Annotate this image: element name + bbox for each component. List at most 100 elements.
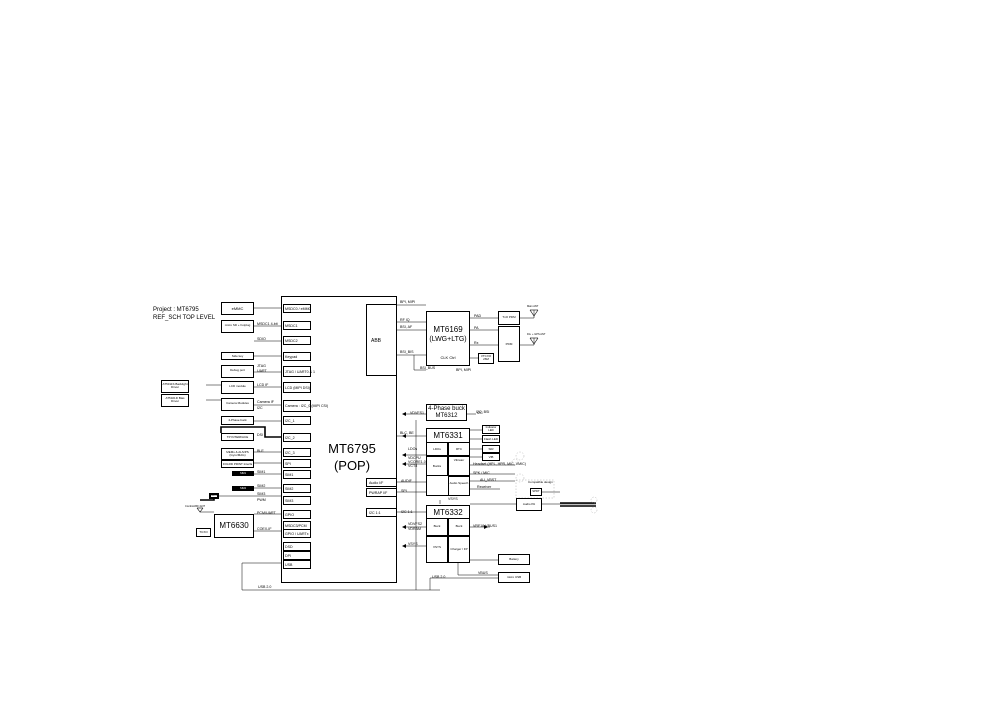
- pmic-wire-label: Receiver: [477, 485, 492, 489]
- pin-spi: SPI: [283, 459, 311, 468]
- main-antenna-label: Main ANT: [527, 305, 539, 308]
- wire-label: COEX-IF: [257, 527, 272, 531]
- pin-keypad: Keypad: [283, 352, 311, 361]
- indicator-led-block: Indicator LED: [482, 425, 500, 434]
- pmic-wire-label: AUDIF: [401, 479, 412, 483]
- abb-label: ABB: [371, 338, 382, 344]
- pmic-wire-label: BLC, BE: [400, 431, 414, 435]
- rf-wire-label: Rx: [474, 341, 479, 345]
- bias-driver-block: AT5321D Bias Driver: [161, 394, 189, 407]
- pmic-wire-label: SPI: [401, 489, 407, 493]
- vctcxo-block: VTCXO 26M: [478, 353, 494, 364]
- rf-wire-label: BSI, AF: [400, 325, 413, 329]
- nfcs-block: NFCS: [209, 493, 219, 499]
- emmc-block: eMMC: [221, 302, 254, 315]
- pin-jtag-uart: JTAG / UART0 & 1: [283, 366, 315, 377]
- mt6169-clk: CLK Ctrl: [440, 355, 456, 360]
- txo-pdm-block: TxO PDM: [498, 311, 520, 325]
- pin-pwrap-if: PWRAP I/F: [366, 488, 397, 497]
- mt6331-rtc-block: RTC: [448, 442, 470, 456]
- microsd-block: micro SD + hotplug: [221, 320, 254, 333]
- soc-package: (POP): [333, 458, 371, 473]
- pin-gpio: GPIO: [283, 510, 311, 519]
- flash-led-block: Flash LED: [482, 435, 500, 443]
- debug-port-block: Debug port: [221, 365, 254, 378]
- wire-label: SIM3: [257, 492, 266, 496]
- mt6332-wire-label: VDRAM: [408, 527, 421, 531]
- rf-wire-label: BSI_BUS: [420, 366, 436, 370]
- wire-label: BLE: [257, 449, 264, 453]
- pin-msdc2: MSDC2: [283, 336, 311, 345]
- spdt-block: SPDT: [530, 488, 542, 496]
- mt6331-audio-block: Audio Speech: [448, 476, 470, 496]
- micro-usb-block: micro USB: [498, 572, 530, 583]
- sim2-block: SIM2: [232, 486, 254, 491]
- mt6332-wire-label: VSYS: [408, 542, 418, 546]
- audio-pa-block: Audio PA: [516, 498, 542, 511]
- wire-label: MSDC1 4-bit: [257, 322, 278, 326]
- pin-i2c2: I2C_2: [283, 433, 311, 442]
- wire-label: PCM/UART: [257, 511, 276, 515]
- pin-i2c3: I2C_3: [283, 448, 311, 457]
- fingerprint-block: FOLRD PRINT Interfa: [221, 460, 254, 468]
- pmic-wire-label: AU_VBST: [480, 478, 497, 482]
- mt6332-wire-label: VBUS: [478, 571, 488, 575]
- pin-msdc1: MSDC1: [283, 321, 311, 330]
- mt6332-vsys-block: VSYS: [426, 536, 448, 563]
- sim1-block: SIM1: [232, 471, 254, 476]
- project-subtitle: REF_SCH TOP LEVEL: [153, 315, 216, 321]
- pin-dpi: DPI: [283, 551, 311, 560]
- mt6169-name: MT6169: [433, 325, 463, 334]
- pmic-wire-label: SPK / MIC: [473, 471, 490, 475]
- soc-name: MT6795: [328, 441, 376, 456]
- mt6332-buck2-block: Buck: [448, 518, 470, 536]
- div-gps-antenna-label: Div. + GPS ANT: [527, 333, 546, 336]
- wire-label: SIM2: [257, 484, 266, 488]
- pdm-block: PDM: [498, 326, 520, 362]
- mt6331-name: MT6331: [433, 431, 463, 440]
- mt6332-wire-label: I2C 1:1: [401, 510, 413, 514]
- mt6312-block: 4-Phase buck MT6312: [426, 404, 467, 421]
- mt6332-wire-label: VRF18 VBUS1: [473, 524, 497, 528]
- pmic-wire-label: VCORE1.0: [408, 460, 426, 464]
- phase-buck-left-block: 4-Phase buck: [221, 416, 254, 425]
- pmic-wire-label: VCT8: [408, 464, 418, 468]
- mt6332-wire-label: VDVFS2: [408, 522, 422, 526]
- battery-block: Battery: [498, 554, 530, 565]
- wire-label: DSI: [257, 433, 263, 437]
- wire-label: SIM1: [257, 470, 266, 474]
- wire-label: JTAG: [257, 364, 266, 368]
- mt6331-bucks-block: Bucks: [426, 456, 448, 476]
- pin-i2c-1-1: I2C 1:1: [366, 508, 397, 517]
- usb-wire-label-right: USB 2.0: [432, 575, 446, 579]
- mt6332-charger-block: Charger / FP: [448, 536, 470, 563]
- pin-i2c1: I2C_1: [283, 416, 311, 425]
- rf-wire-label: PAD: [474, 314, 482, 318]
- mt6331-ldos-block: LDOs: [426, 442, 448, 456]
- wire-label: PWM: [257, 498, 266, 502]
- pin-dsd: DSD: [283, 542, 311, 551]
- mt6332-name: MT6332: [433, 508, 463, 517]
- vib-block: VIB: [482, 453, 500, 461]
- pin-sim1: SIM1: [283, 470, 311, 479]
- combo-antenna-label: Combo/WiFi ANT: [185, 505, 206, 508]
- abb-block: ABB: [366, 304, 397, 376]
- rf-wire-label: BPI, MIPI: [400, 300, 416, 304]
- pmic-wire-label: VSYS: [448, 497, 458, 501]
- wire-label: I2C: [257, 406, 263, 410]
- mt6312-line2: MT6312: [435, 413, 458, 419]
- pin-gpio-uart: GPIO / UARTx: [283, 529, 311, 538]
- wire-label: UART: [257, 369, 267, 373]
- pmic-wire-label: I2C, BSI: [476, 410, 490, 414]
- mt6630-block: MT6630: [214, 514, 254, 538]
- pin-msdc0: MSDC0 / eMMC: [283, 304, 311, 313]
- pmic-wire-label: LDOs: [408, 447, 418, 451]
- rf-wire-label: BPI, MIPI: [456, 368, 472, 372]
- rf-wire-label: BSI_BIS: [400, 350, 414, 354]
- sir-block: SIR: [482, 445, 500, 453]
- mt6331-vibrator-block: Vibrator: [448, 456, 470, 476]
- tp-interface-block: TP INTERFACE: [221, 433, 254, 441]
- compatible-design-label: Compatible design: [528, 480, 553, 484]
